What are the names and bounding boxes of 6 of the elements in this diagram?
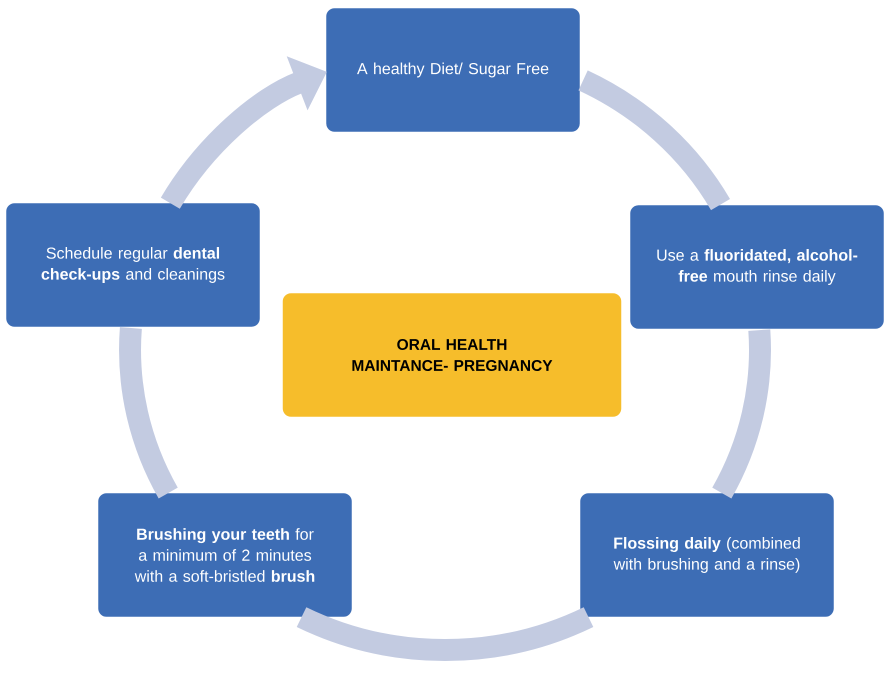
center-box: ORAL HEALTH MAINTANCE- PREGNANCY	[281, 292, 623, 418]
process-box: Schedule regular dental check-ups and cleanings	[4, 202, 262, 328]
process-box: A healthy Diet/ Sugar Free	[324, 6, 582, 134]
process-box: Use a fluoridated, alcohol-free mouth rinse daily	[628, 204, 884, 330]
process-box: Flossing daily (combined with brushing and a rinse)	[578, 492, 836, 618]
process-box: Brushing your teeth for a minimum of 2 minutes with a soft-bristled brush	[96, 492, 354, 618]
